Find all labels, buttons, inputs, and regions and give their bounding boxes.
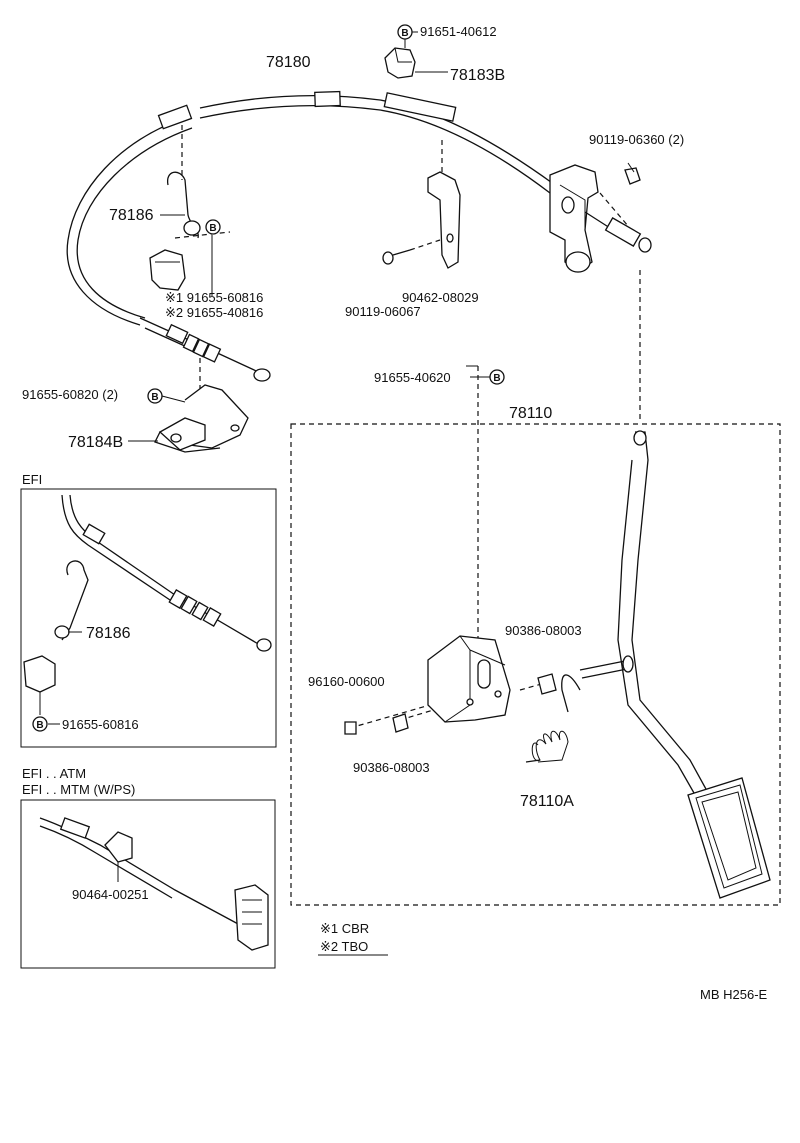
efi-title: EFI	[22, 472, 42, 487]
label-91651-40612: 91651-40612	[420, 24, 497, 39]
label-90386-08003-upper: 90386-08003	[505, 623, 582, 638]
badge-b-efi-91655-60816: B	[32, 716, 48, 732]
efi-box	[20, 488, 277, 748]
clamp-78183b-shape	[384, 35, 448, 79]
efi-label-78186: 78186	[86, 625, 131, 642]
throttle-bracket-shape	[549, 162, 652, 273]
label-90119-06360: 90119-06360 (2)	[589, 132, 684, 147]
accelerator-cable	[66, 90, 571, 382]
efi-cable-shape	[23, 494, 272, 715]
badge-b-91655-40620: B	[489, 369, 505, 385]
label-91655-40816-tbo: ※2 91655-40816	[165, 305, 263, 320]
label-90119-06067: 90119-06067	[345, 304, 421, 319]
badge-b-91655-60816: B	[205, 219, 221, 235]
label-78186: 78186	[109, 207, 154, 224]
efi-atm-cable-shape	[39, 817, 269, 951]
efi-label-91655-60816: 91655-60816	[62, 717, 139, 732]
pedal-bracket-shape	[427, 635, 511, 723]
badge-b-91655-60820: B	[147, 388, 186, 404]
efi-mtm-title: EFI . . MTM (W/PS)	[22, 782, 135, 797]
bushings-shape	[344, 673, 557, 735]
label-78183b: 78183B	[450, 67, 505, 84]
label-78110a: 78110A	[520, 793, 574, 810]
svg-text:B: B	[151, 392, 158, 403]
pedal-assembly-box	[290, 423, 781, 906]
efi-atm-title: EFI . . ATM	[22, 766, 86, 781]
return-spring-78186-shape	[149, 171, 231, 296]
accelerator-pedal-shape	[579, 430, 771, 899]
label-91655-40620: 91655-40620	[374, 370, 451, 385]
legend-cbr: ※1 CBR	[320, 921, 369, 936]
label-91655-60820: 91655-60820 (2)	[22, 387, 118, 402]
legend-tbo: ※2 TBO	[320, 939, 368, 954]
svg-text:B: B	[36, 720, 43, 731]
label-91655-60816-cbr: ※1 91655-60816	[165, 290, 263, 305]
badge-b-91651-40612: B	[397, 24, 418, 40]
svg-text:B: B	[209, 223, 216, 234]
efi-atm-mtm-box	[20, 799, 276, 969]
label-90386-08003-lower: 90386-08003	[353, 760, 430, 775]
svg-text:B: B	[401, 28, 408, 39]
footer-code: MB H256-E	[700, 987, 768, 1002]
pedal-spring-78110a-shape	[525, 674, 581, 763]
label-78180: 78180	[266, 54, 311, 71]
bracket-90462-shape	[382, 171, 461, 269]
legend: ※1 CBR ※2 TBO	[318, 921, 388, 956]
label-90464-00251: 90464-00251	[72, 887, 149, 902]
label-78184b: 78184B	[68, 434, 123, 451]
svg-text:B: B	[493, 373, 500, 384]
label-96160-00600: 96160-00600	[308, 674, 385, 689]
cable-bracket-78184b-shape	[154, 384, 249, 453]
label-78110: 78110	[509, 405, 552, 422]
label-90462-08029: 90462-08029	[402, 290, 479, 305]
